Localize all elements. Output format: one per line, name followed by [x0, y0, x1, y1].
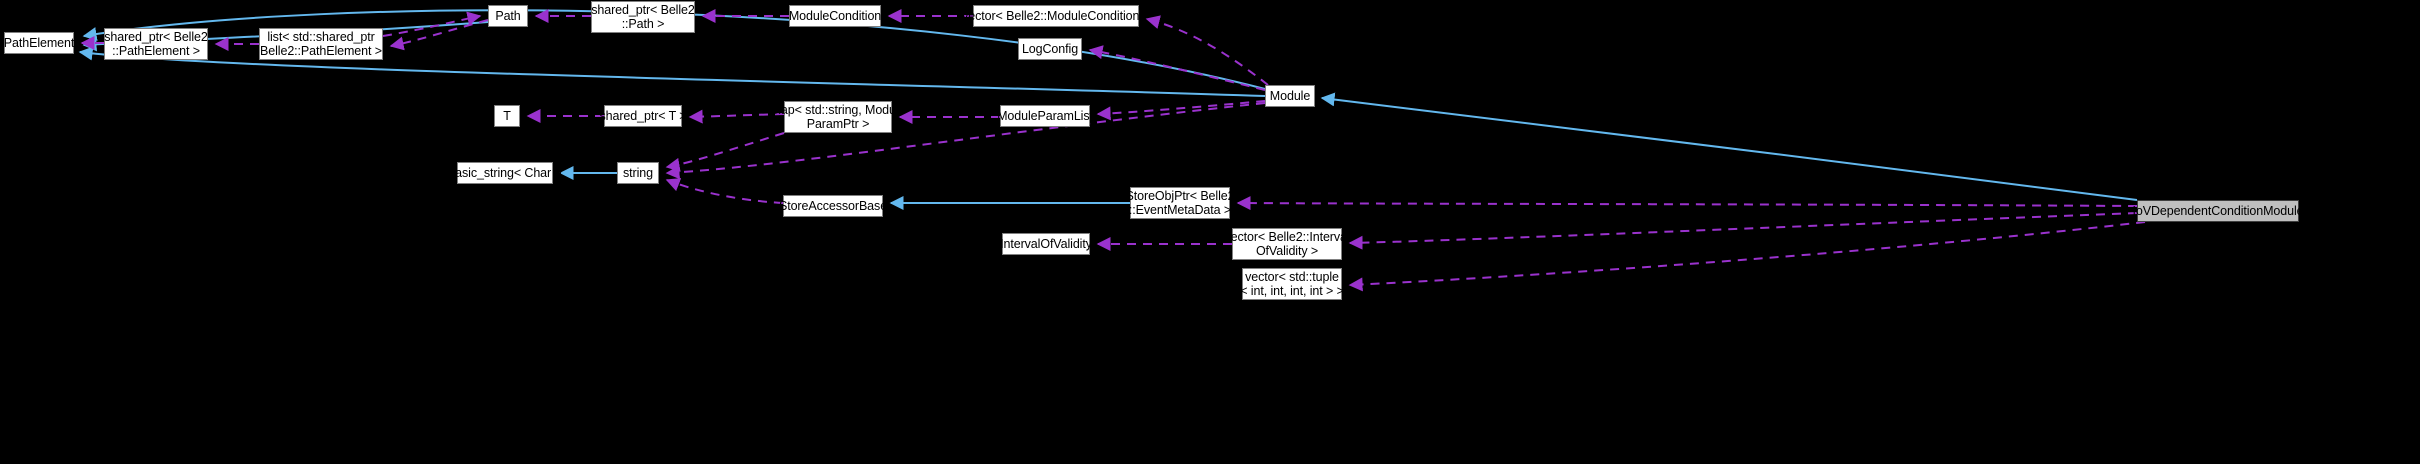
edge-module-to-pathelement-2	[78, 46, 1266, 97]
edge-iovdep-to-storeobjptr	[1236, 196, 2138, 211]
class-node-label: shared_ptr< Belle2 ::Path >	[591, 3, 695, 31]
class-node-label: LogConfig	[1021, 42, 1079, 56]
class-node-iovdepcondmodule[interactable]: IoVDependentConditionModule	[2132, 200, 2304, 222]
class-node-modulecondition[interactable]: ModuleCondition	[789, 5, 881, 27]
class-node-map_modparam[interactable]: map< std::string, Module ParamPtr >	[771, 101, 906, 133]
class-node-label: shared_ptr< T >	[599, 109, 687, 123]
class-node-sharedptr_t[interactable]: shared_ptr< T >	[600, 105, 687, 127]
class-node-storeaccessorbase[interactable]: StoreAccessorBase	[779, 195, 887, 217]
class-node-label: vector< std::tuple < int, int, int, int …	[1240, 270, 1344, 298]
class-node-label: StoreObjPtr< Belle2 ::EventMetaData >	[1125, 189, 1235, 217]
edge-module-to-moduleparamlist	[1096, 100, 1266, 121]
class-node-label: Path	[495, 9, 521, 23]
class-node-label: shared_ptr< Belle2 ::PathElement >	[104, 30, 208, 58]
class-node-label: IntervalOfValidity	[1000, 237, 1092, 251]
class-node-vec_tuple[interactable]: vector< std::tuple < int, int, int, int …	[1240, 268, 1344, 300]
class-node-intervalofvalidity[interactable]: IntervalOfValidity	[1000, 233, 1092, 255]
class-node-label: map< std::string, Module ParamPtr >	[770, 103, 906, 131]
class-node-vec_modulecond[interactable]: vector< Belle2::ModuleCondition >	[962, 5, 1150, 27]
class-node-label: IoVDependentConditionModule	[2132, 204, 2304, 218]
class-node-pathelement[interactable]: PathElement	[4, 32, 74, 54]
class-node-basic_string[interactable]: basic_string< Char >	[448, 162, 562, 184]
class-node-label: vector< Belle2::Interval OfValidity >	[1224, 230, 1350, 258]
class-node-logconfig[interactable]: LogConfig	[1018, 38, 1082, 60]
class-node-list_sharedptr_pe[interactable]: list< std::shared_ptr < Belle2::PathElem…	[249, 28, 393, 60]
class-node-label: PathElement	[3, 36, 75, 50]
edge-storeaccessorbase-to-string	[665, 178, 784, 204]
edge-module-to-string	[665, 102, 1266, 180]
class-node-t[interactable]: T	[494, 105, 520, 127]
class-node-label: Module	[1269, 89, 1311, 103]
class-node-label: StoreAccessorBase	[778, 199, 888, 213]
class-node-label: basic_string< Char >	[448, 166, 562, 180]
class-node-module[interactable]: Module	[1265, 85, 1315, 107]
edge-path-to-listsharedptr	[389, 19, 489, 51]
class-node-storeobjptr_emd[interactable]: StoreObjPtr< Belle2 ::EventMetaData >	[1126, 187, 1235, 219]
class-node-label: ModuleCondition	[788, 9, 882, 23]
edge-listsharedptr-to-path	[382, 11, 482, 37]
class-node-label: string	[623, 166, 653, 180]
edge-iovdep-to-vectuple	[1348, 221, 2146, 292]
class-node-string[interactable]: string	[617, 162, 659, 184]
edge-module-to-logconfig	[1088, 45, 1266, 91]
class-node-sharedptr_pe[interactable]: shared_ptr< Belle2 ::PathElement >	[104, 28, 208, 60]
class-node-moduleparamlist[interactable]: ModuleParamList	[997, 105, 1093, 127]
edge-iovdep-to-veciov	[1348, 212, 2138, 250]
edge-iovdepcondmodule-to-module	[1320, 92, 2138, 201]
class-node-label: list< std::shared_ptr < Belle2::PathElem…	[249, 30, 393, 58]
class-node-path[interactable]: Path	[488, 5, 528, 27]
edge-module-to-vecmodulecond	[1145, 15, 1269, 86]
class-node-label: vector< Belle2::ModuleCondition >	[962, 9, 1150, 23]
class-node-label: ModuleParamList	[997, 109, 1093, 123]
class-node-label: T	[503, 109, 511, 123]
class-node-vec_iov[interactable]: vector< Belle2::Interval OfValidity >	[1224, 228, 1350, 260]
class-node-sharedptr_path[interactable]: shared_ptr< Belle2 ::Path >	[591, 1, 695, 33]
edge-map-to-string	[665, 132, 785, 172]
